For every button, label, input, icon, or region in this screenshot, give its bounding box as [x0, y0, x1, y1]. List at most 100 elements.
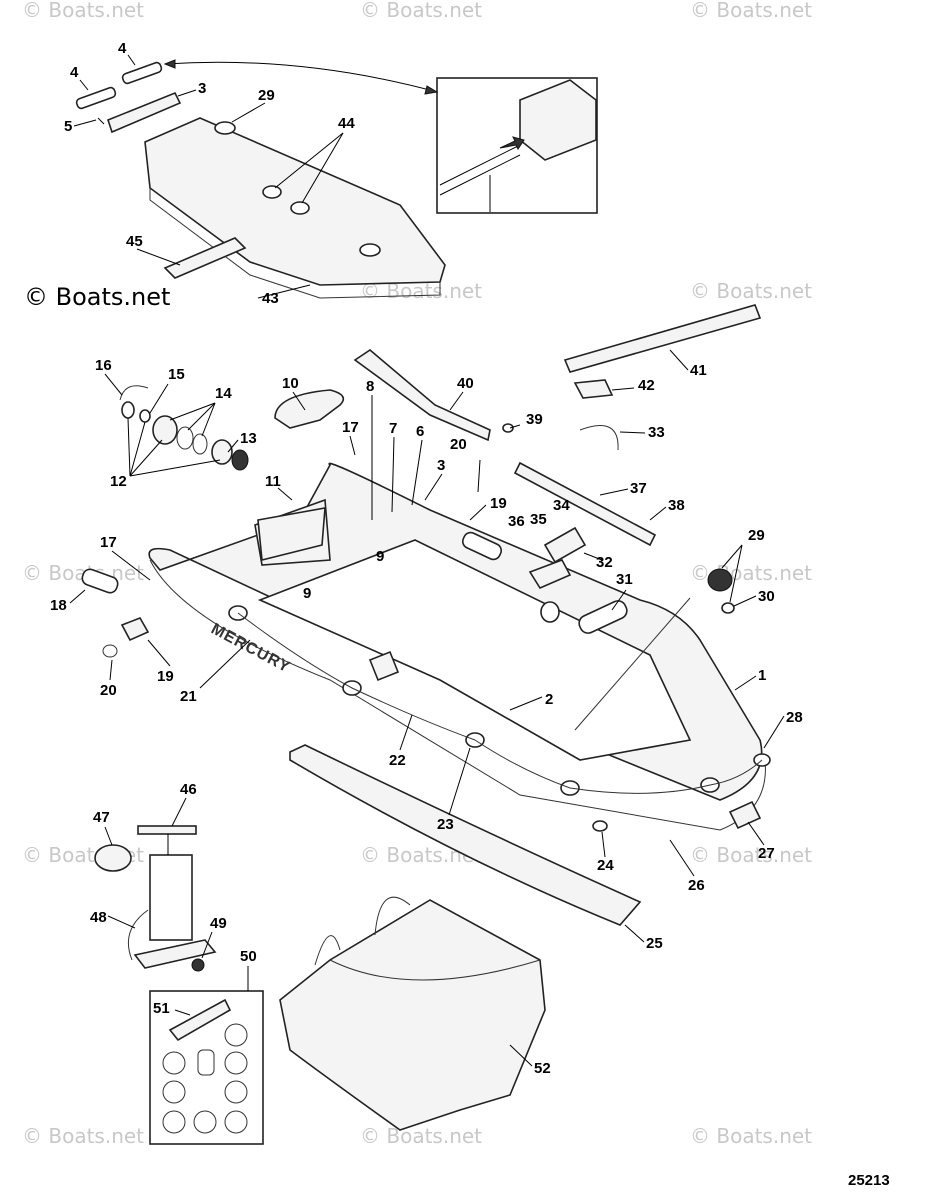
patch: [162, 1080, 186, 1104]
inset-rod: [439, 154, 521, 196]
leader-line: [177, 89, 197, 97]
leader-line: [171, 797, 187, 827]
leader-line: [147, 639, 171, 667]
callout: 33: [648, 424, 665, 441]
leader-line: [129, 439, 163, 477]
leader-line: [104, 373, 123, 396]
pump-hose: [128, 909, 149, 961]
leader-line: [733, 595, 757, 607]
leader-line: [599, 488, 629, 496]
callout: 43: [262, 290, 279, 307]
callout: 39: [526, 411, 543, 428]
callout: 47: [93, 809, 110, 826]
patch: [224, 1023, 248, 1047]
watermark-text: © Boats.net: [360, 0, 482, 22]
callout: 18: [50, 597, 67, 614]
leader-line: [301, 132, 344, 204]
callout: 29: [258, 87, 275, 104]
storage-bag: [279, 896, 546, 1131]
callout: 44: [338, 115, 355, 132]
leader-line: [73, 119, 97, 127]
leader-line: [583, 552, 603, 561]
leader-line: [174, 1009, 191, 1016]
leader-line: [201, 931, 213, 959]
pump-group: [94, 825, 217, 972]
valve-port: [540, 601, 560, 623]
callout: 8: [366, 378, 374, 395]
callout: 38: [668, 497, 685, 514]
tether-part: [119, 385, 149, 401]
leader-line: [69, 589, 86, 604]
callout: 17: [342, 419, 359, 436]
callout: 12: [110, 473, 127, 490]
watermark-text: © Boats.net: [690, 1124, 812, 1148]
glue-tube: [168, 998, 232, 1042]
leader-line: [201, 402, 216, 437]
leader-line: [399, 714, 413, 751]
leader-line: [111, 550, 151, 581]
callout: 11: [265, 473, 281, 490]
pump-nozzle: [94, 844, 132, 872]
leader-line: [449, 391, 464, 411]
callout: 13: [240, 430, 257, 447]
leader-line: [107, 915, 136, 929]
leader-line: [669, 349, 689, 371]
oarlock-part: [543, 526, 587, 564]
repair-strip: [163, 237, 247, 279]
callout: 5: [64, 118, 72, 135]
oarlock-base: [528, 559, 572, 590]
pin-part: [97, 117, 105, 125]
bag-strap: [314, 935, 341, 966]
floor-grommet: [262, 185, 282, 199]
keel-pole: [513, 461, 657, 547]
patch: [162, 1110, 186, 1134]
callout: 17: [100, 534, 117, 551]
seat-oar-group: [274, 304, 762, 564]
patch: [193, 1110, 217, 1134]
callout: 46: [180, 781, 197, 798]
o-ring: [176, 426, 194, 450]
arrow-icon: [499, 136, 525, 150]
valve-insert: [231, 449, 249, 471]
patch: [224, 1110, 248, 1134]
callout: 15: [168, 366, 185, 383]
callout: 9: [376, 548, 384, 565]
callout: 45: [126, 233, 143, 250]
o-ring: [192, 433, 208, 455]
callout: 31: [616, 571, 633, 588]
leader-line: [477, 459, 481, 493]
callout: 19: [490, 495, 507, 512]
patch: [224, 1080, 248, 1104]
stiffener-strip: [107, 91, 182, 134]
callout: 22: [389, 752, 406, 769]
oarlock-base: [120, 617, 150, 642]
inset-rod: [439, 144, 521, 186]
seam-line: [574, 597, 691, 731]
leader-line: [734, 675, 757, 691]
leader-line: [187, 402, 216, 431]
lifeline-rope: [237, 612, 763, 794]
drain-plug: [592, 820, 608, 832]
watermark-text-strong: © Boats.net: [24, 283, 170, 311]
leader-line: [448, 747, 471, 816]
handle-part: [461, 531, 503, 561]
patch: [224, 1051, 248, 1075]
leader-line: [277, 487, 293, 501]
leader-line: [129, 421, 146, 477]
oar-part: [353, 349, 491, 442]
leader-line: [127, 54, 136, 66]
callout: 42: [638, 377, 655, 394]
leader-line: [136, 248, 181, 266]
floorboard-group: [75, 61, 446, 299]
tube-part: [121, 61, 163, 85]
repair-kit: [149, 990, 264, 1145]
watermark-text: © Boats.net: [360, 1124, 482, 1148]
pump-base: [133, 939, 217, 969]
leader-line: [649, 506, 667, 521]
leader-line: [509, 696, 543, 711]
leader-line: [231, 102, 266, 123]
callout: 25: [646, 935, 663, 952]
leader-line: [79, 79, 89, 91]
transom-panel: [257, 507, 326, 562]
